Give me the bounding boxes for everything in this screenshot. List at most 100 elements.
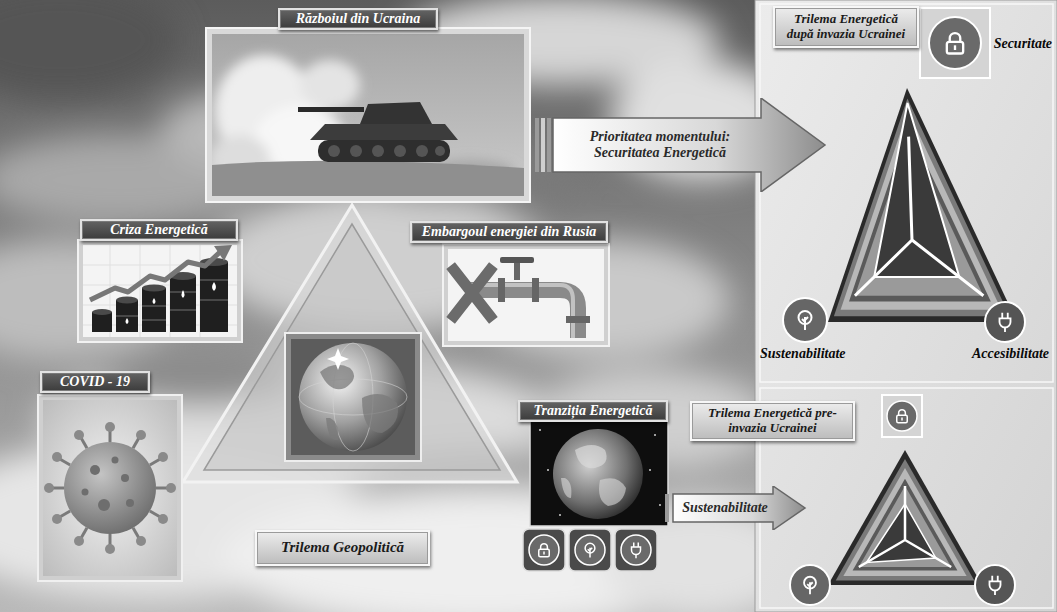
axis-label: Securitate xyxy=(994,36,1052,53)
war-photo xyxy=(206,28,530,202)
virus-photo xyxy=(166,483,176,493)
node-text: Trilema Energetică după invazia Ucrainei xyxy=(781,12,911,42)
price-chart-photo xyxy=(78,240,242,342)
globe-photo xyxy=(299,343,407,451)
price-chart-photo xyxy=(142,285,166,292)
arrow-stripe xyxy=(541,118,545,172)
globe-photo xyxy=(285,333,421,461)
affordability-icon-after xyxy=(985,302,1025,342)
globe-photo xyxy=(362,394,398,433)
affordability-icon-after xyxy=(985,302,1025,342)
virus-photo xyxy=(44,483,54,493)
trilemma-icons-row xyxy=(523,529,565,571)
side-panel xyxy=(755,0,1057,612)
node-text: Criza Energetică xyxy=(90,222,228,238)
radar-triangle-after xyxy=(834,99,1010,317)
globe-photo xyxy=(285,333,421,461)
radar-triangle-before xyxy=(828,450,982,585)
war-photo xyxy=(212,34,524,196)
node-text: COVID - 19 xyxy=(50,374,140,390)
trilemma-icons-row xyxy=(529,535,559,565)
radar-triangle-before xyxy=(867,504,936,563)
price-chart-photo xyxy=(83,245,237,337)
war-photo xyxy=(328,145,340,157)
price-chart-photo xyxy=(92,309,112,315)
axis-label: Accesibilitate xyxy=(972,346,1049,363)
cloud-background xyxy=(0,0,756,612)
security-icon-after xyxy=(929,17,981,69)
cloud-background xyxy=(0,0,756,612)
virus-photo xyxy=(50,428,170,548)
radar-triangle-before xyxy=(853,479,958,571)
pipeline-embargo-photo xyxy=(443,244,609,346)
earth-photo xyxy=(547,469,549,471)
globe-photo xyxy=(327,348,349,370)
security-icon-after xyxy=(947,33,963,53)
side-panel xyxy=(760,4,1053,382)
earth-photo xyxy=(539,429,661,519)
pipeline-embargo-photo xyxy=(500,257,534,263)
war-photo xyxy=(298,107,364,112)
virus-photo xyxy=(82,489,89,496)
trilemma-icons-row xyxy=(615,529,657,571)
virus-photo xyxy=(38,395,182,581)
trilemma-icons-row xyxy=(621,535,651,565)
price-chart-photo xyxy=(200,262,228,332)
radar-triangle-before xyxy=(836,459,975,581)
war-photo xyxy=(435,146,445,156)
war-photo xyxy=(206,28,530,202)
cloud-background xyxy=(0,0,180,100)
sustainability-icon-before xyxy=(790,565,830,605)
price-chart-photo xyxy=(214,245,232,261)
node-text: Prioritatea momentului: Securitatea Ener… xyxy=(565,129,755,161)
trilemma-icons-row xyxy=(523,529,657,571)
virus-photo xyxy=(82,457,135,512)
arrow-stripe xyxy=(535,118,539,172)
earth-photo xyxy=(575,445,607,468)
trilemma-banner: Trilema Energetică pre-invazia Ucrainei xyxy=(690,401,855,441)
war-photo xyxy=(212,34,524,196)
virus-photo xyxy=(44,422,176,554)
virus-photo xyxy=(52,452,62,462)
virus-photo xyxy=(38,395,182,581)
arrow-stripe xyxy=(665,494,669,522)
pipeline-embargo-photo xyxy=(454,270,490,316)
side-panel xyxy=(755,0,1057,612)
globe-photo xyxy=(291,339,415,455)
virus-photo xyxy=(90,465,100,475)
trilemma-banner: Trilema Energetică după invazia Ucrainei xyxy=(773,6,919,48)
virus-photo xyxy=(105,422,115,432)
earth-photo xyxy=(539,429,541,431)
affordability-icon-before xyxy=(990,576,1001,595)
war-photo xyxy=(394,145,406,157)
virus-photo xyxy=(136,536,146,546)
sustainability-icon-after xyxy=(799,311,812,330)
radar-triangle-before xyxy=(859,486,951,567)
trilemma-icons-row xyxy=(632,543,641,559)
radar-triangle-after xyxy=(828,88,1017,322)
security-icon-before xyxy=(897,410,908,423)
focus-arrow: Sustenabilitate xyxy=(665,486,807,530)
virus-photo xyxy=(43,400,177,576)
trilemma-icons-row xyxy=(575,535,605,565)
war-photo xyxy=(300,60,360,110)
security-icon-before xyxy=(887,401,917,431)
war-photo xyxy=(416,145,428,157)
node-text: Sustenabilitate xyxy=(677,500,773,516)
node-text: Trilema Geopolitică xyxy=(263,539,422,556)
arrow-body xyxy=(553,98,825,192)
trilemma-icons-row xyxy=(569,529,611,571)
sustainability-icon-after xyxy=(783,298,827,342)
pipeline-embargo-photo xyxy=(566,316,590,323)
pipeline-embargo-photo xyxy=(514,262,520,280)
price-chart-photo xyxy=(116,297,138,304)
earth-photo xyxy=(649,469,651,471)
pipeline-embargo-photo xyxy=(443,244,609,346)
globe-photo xyxy=(326,418,338,440)
earth-photo xyxy=(553,429,643,519)
priority-arrow: Prioritatea momentului: Securitatea Ener… xyxy=(535,98,827,192)
earth-photo xyxy=(659,504,661,506)
sustainability-icon-after xyxy=(783,298,827,342)
war-photo xyxy=(350,145,362,157)
earth-photo xyxy=(561,478,571,498)
